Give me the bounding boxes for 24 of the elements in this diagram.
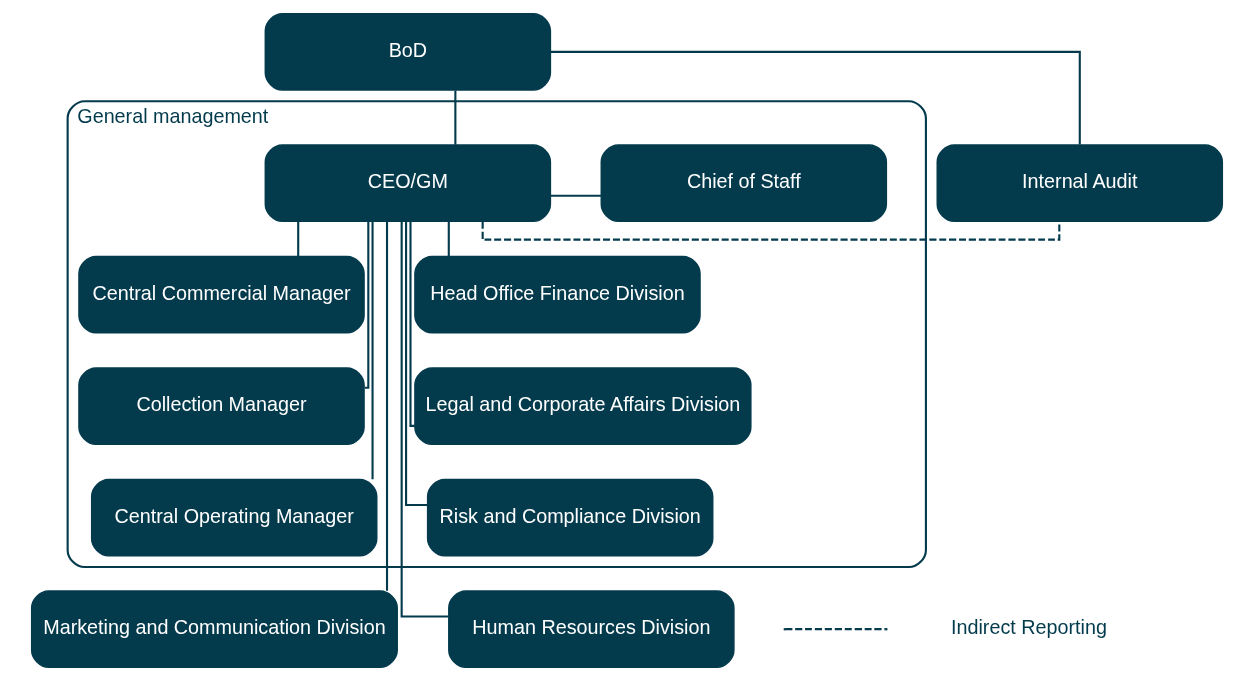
node-box: Head Office Finance Division: [413, 255, 701, 334]
connector: [404, 221, 428, 506]
connector: [447, 221, 450, 257]
node-box: Marketing and Communication Division: [30, 590, 398, 668]
connector: [550, 194, 601, 197]
connector: [408, 221, 415, 427]
node-box: Risk and Compliance Division: [426, 478, 713, 557]
node-box: Legal and Corporate Affairs Division: [413, 367, 752, 445]
legend-label: Indirect Reporting: [950, 616, 1107, 639]
connector: [385, 221, 388, 591]
connector: [400, 221, 449, 618]
node-box: BoD: [264, 13, 551, 91]
node-box: Internal Audit: [936, 144, 1223, 222]
connector: [453, 90, 456, 145]
node-box: Central Commercial Manager: [77, 255, 365, 334]
node-box: CEO/GM: [264, 144, 551, 222]
connector: [296, 221, 299, 257]
node-box: Chief of Staff: [600, 144, 887, 222]
node-box: Collection Manager: [77, 367, 365, 445]
connector: [364, 221, 369, 389]
connector: [371, 221, 374, 480]
connector: [550, 50, 1081, 145]
node-box: Central Operating Manager: [90, 478, 377, 557]
node-box: Human Resources Division: [447, 590, 735, 668]
